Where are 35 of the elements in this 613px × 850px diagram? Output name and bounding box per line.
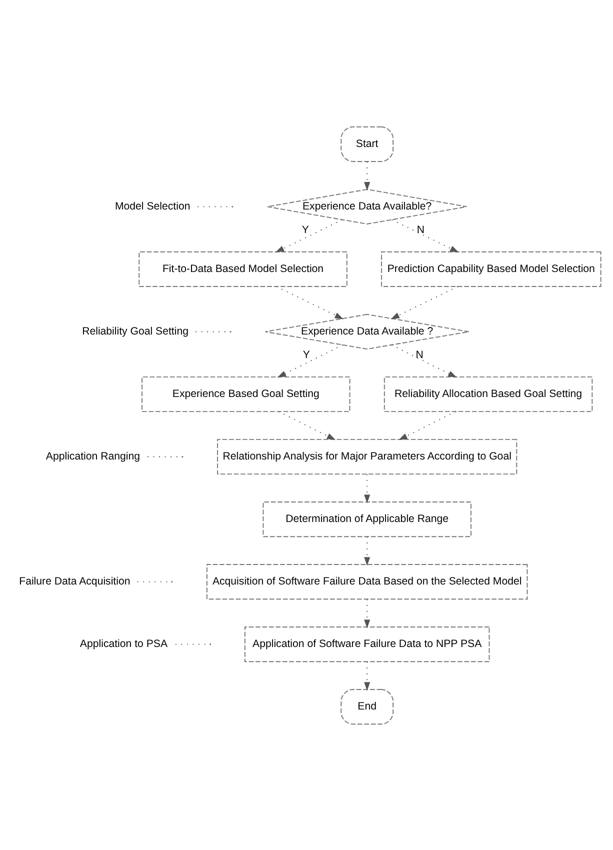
node-box: Application of Software Failure Data to NPP PSA (244, 626, 490, 662)
node-box: Prediction Capability Based Model Selection (381, 250, 602, 286)
edge-label: Y (302, 348, 310, 361)
edge-label: N (416, 223, 424, 236)
edge-label: Y (302, 223, 309, 236)
arrow (364, 473, 370, 503)
arrow (276, 286, 344, 319)
node-text: Failure Data Acquisition (19, 574, 130, 587)
arrow (364, 598, 370, 628)
node-box: End (340, 688, 394, 724)
arrow (364, 660, 370, 690)
edge-label: N (416, 348, 424, 361)
node-box: Acquisition of Software Failure Data Based on the Selected Model (206, 564, 528, 600)
node-box: Relationship Analysis for Major Parameters According to Goal (217, 438, 518, 474)
arrow (398, 410, 456, 440)
connector (136, 580, 172, 582)
arrow (275, 218, 343, 252)
arrow (391, 218, 459, 252)
node-diamond: Experience Data Available? (266, 188, 468, 224)
arrow (278, 410, 336, 440)
node-text: Application Ranging (46, 450, 140, 462)
node-box: Experience Based Goal Setting (142, 376, 350, 412)
node-box: Fit-to-Data Based Model Selection (138, 250, 348, 286)
node-text: Application to PSA (80, 638, 168, 650)
arrow (364, 160, 370, 190)
arrow (391, 344, 457, 378)
node-text: Reliability Goal Setting (82, 324, 189, 337)
arrow (390, 286, 458, 319)
node-box: Start (340, 126, 394, 162)
arrow (277, 344, 344, 378)
arrow (364, 536, 370, 566)
node-text: Model Selection (114, 200, 190, 212)
connector (195, 330, 230, 332)
node-box: Determination of Applicable Range (262, 500, 472, 537)
node-box: Reliability Allocation Based Goal Setting (384, 376, 593, 412)
